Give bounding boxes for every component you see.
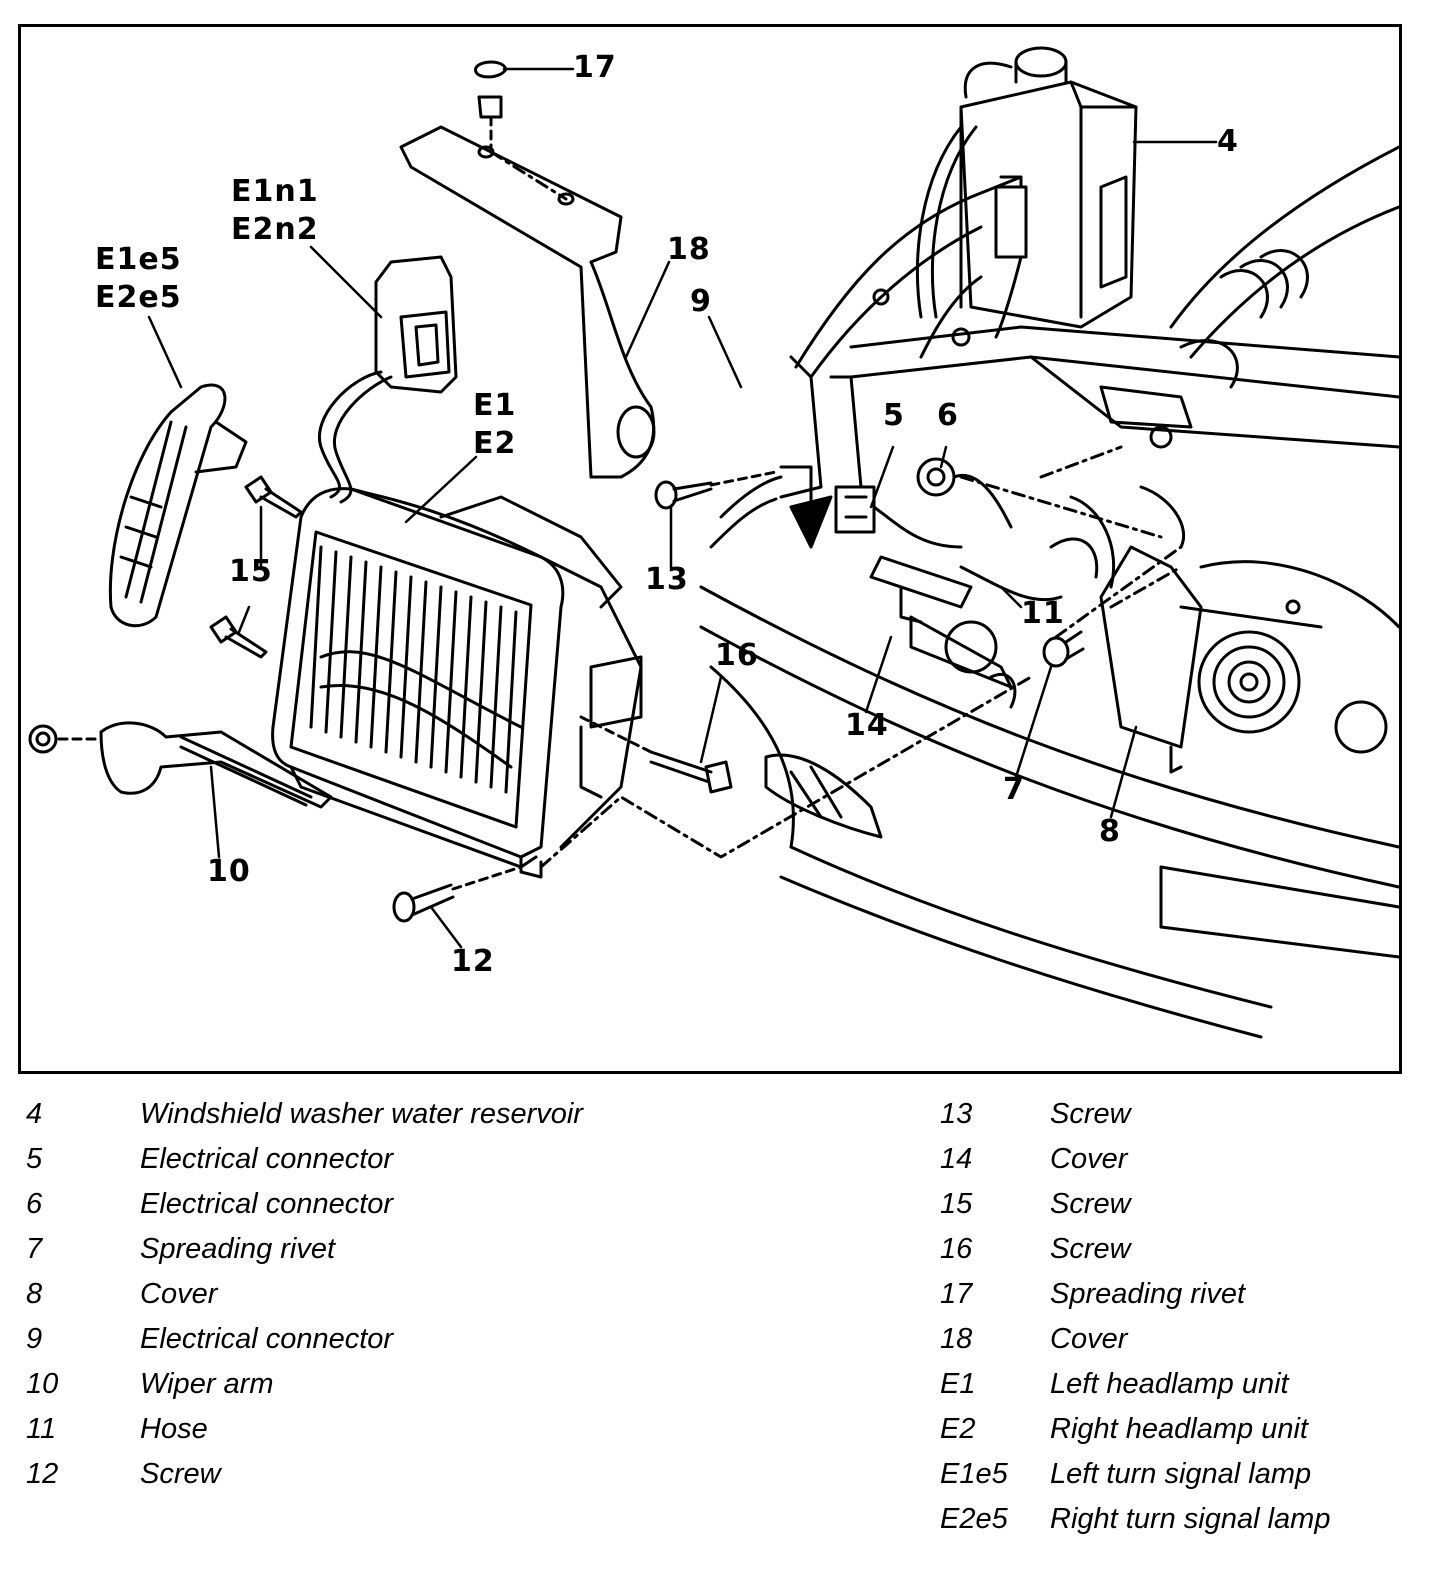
turn-signal-lamp-drawing bbox=[108, 383, 248, 628]
relay-module-drawing bbox=[317, 255, 458, 504]
washer-reservoir-drawing bbox=[915, 46, 1138, 359]
legend-description: Spreading rivet bbox=[140, 1233, 336, 1265]
legend-key: 18 bbox=[940, 1323, 973, 1355]
legend-description: Screw bbox=[140, 1458, 221, 1490]
legend-key: 7 bbox=[26, 1233, 43, 1265]
callout-7: 7 bbox=[1003, 772, 1025, 807]
wiper-arm-drawing bbox=[28, 721, 333, 809]
legend-description: Cover bbox=[1050, 1143, 1128, 1175]
legend-key: 17 bbox=[940, 1278, 973, 1310]
legend-key: 15 bbox=[940, 1188, 973, 1220]
legend-description: Electrical connector bbox=[140, 1188, 394, 1220]
legend-key: 11 bbox=[26, 1413, 57, 1445]
legend-description: Spreading rivet bbox=[1050, 1278, 1246, 1310]
callout-6: 6 bbox=[937, 398, 959, 433]
legend-key: 9 bbox=[26, 1323, 43, 1355]
callout-10: 10 bbox=[207, 854, 251, 889]
callout-E2e5: E2e5 bbox=[95, 280, 182, 315]
legend-description: Left headlamp unit bbox=[1050, 1368, 1289, 1400]
legend-description: Screw bbox=[1050, 1233, 1131, 1265]
callout-4: 4 bbox=[1217, 124, 1239, 159]
legend-description: Right turn signal lamp bbox=[1050, 1503, 1331, 1535]
legend-key: 5 bbox=[26, 1143, 43, 1175]
exploded-diagram-drawing bbox=[28, 46, 1399, 1039]
legend-key: 4 bbox=[26, 1098, 43, 1130]
legend-description: Electrical connector bbox=[140, 1143, 394, 1175]
legend-key: 16 bbox=[940, 1233, 973, 1265]
legend-description: Cover bbox=[140, 1278, 218, 1310]
callout-8: 8 bbox=[1099, 814, 1121, 849]
headlamp-unit-drawing bbox=[271, 487, 643, 879]
callout-E1e5: E1e5 bbox=[95, 242, 182, 277]
legend-key: E1 bbox=[940, 1368, 976, 1400]
callout-16: 16 bbox=[715, 638, 759, 673]
callout-E2: E2 bbox=[473, 426, 517, 461]
legend-key: 8 bbox=[26, 1278, 43, 1310]
callout-11: 11 bbox=[1021, 596, 1065, 631]
callout-15: 15 bbox=[229, 554, 273, 589]
exploded-diagram-frame: 17 4 E1n1 E2n2 E1e5 E2e5 18 9 E1 E2 5 6 … bbox=[18, 24, 1402, 1074]
legend-key: E1e5 bbox=[940, 1458, 1008, 1490]
legend-description: Screw bbox=[1050, 1098, 1131, 1130]
cover-18-drawing bbox=[399, 60, 656, 479]
screws-drawing bbox=[209, 445, 1183, 923]
leader-lines bbox=[147, 67, 1218, 949]
legend-description: Windshield washer water reservoir bbox=[140, 1098, 583, 1130]
callout-14: 14 bbox=[845, 708, 889, 743]
legend-key: E2e5 bbox=[940, 1503, 1008, 1535]
car-body-drawing bbox=[699, 145, 1399, 1039]
legend-description: Hose bbox=[140, 1413, 208, 1445]
legend-description: Right headlamp unit bbox=[1050, 1413, 1308, 1445]
callout-E1: E1 bbox=[473, 388, 517, 423]
legend-key: E2 bbox=[940, 1413, 976, 1445]
callout-5: 5 bbox=[883, 398, 905, 433]
parts-legend: 4 Windshield washer water reservoir 5 El… bbox=[0, 1090, 1456, 1570]
legend-description: Cover bbox=[1050, 1323, 1128, 1355]
callout-E1n1: E1n1 bbox=[231, 174, 319, 209]
legend-key: 14 bbox=[940, 1143, 973, 1175]
callout-12: 12 bbox=[451, 944, 495, 979]
callout-18: 18 bbox=[667, 232, 711, 267]
legend-description: Screw bbox=[1050, 1188, 1131, 1220]
legend-key: 10 bbox=[26, 1368, 59, 1400]
legend-key: 12 bbox=[26, 1458, 59, 1490]
callout-E2n2: E2n2 bbox=[231, 212, 319, 247]
callout-9: 9 bbox=[690, 284, 712, 319]
legend-key: 6 bbox=[26, 1188, 43, 1220]
legend-key: 13 bbox=[940, 1098, 973, 1130]
legend-description: Wiper arm bbox=[140, 1368, 274, 1400]
legend-description: Electrical connector bbox=[140, 1323, 394, 1355]
callout-13: 13 bbox=[645, 562, 689, 597]
legend-description: Left turn signal lamp bbox=[1050, 1458, 1312, 1490]
callout-17: 17 bbox=[573, 50, 617, 85]
